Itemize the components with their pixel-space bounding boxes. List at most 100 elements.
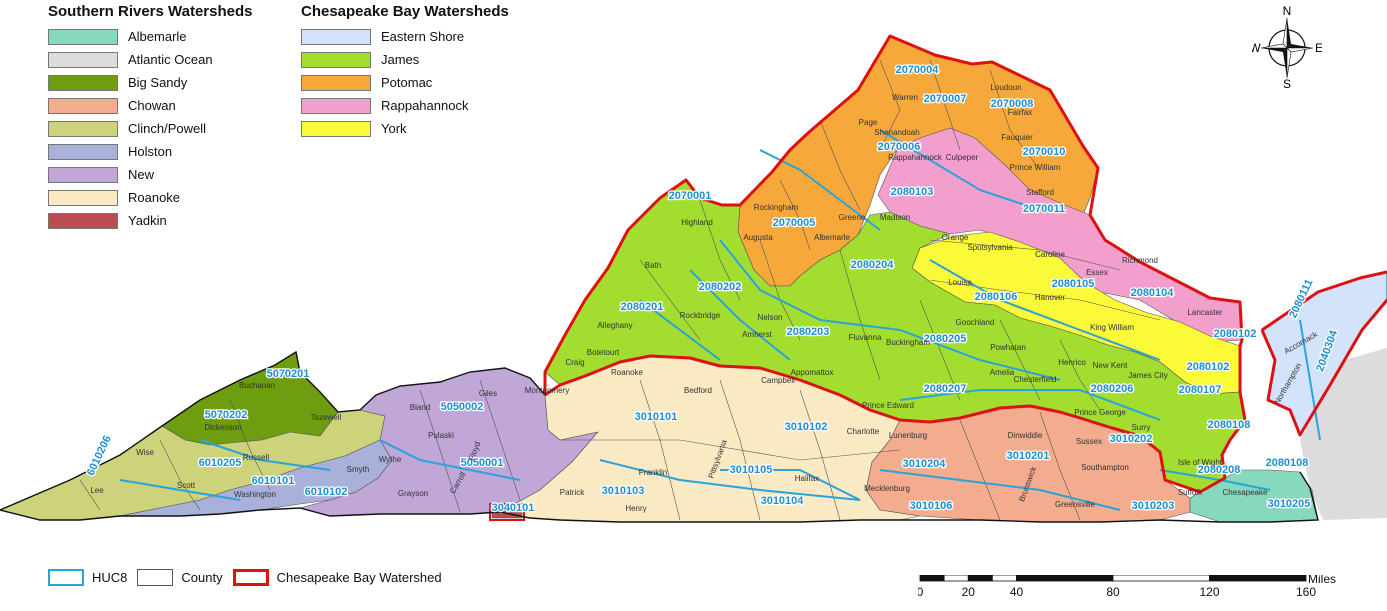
huc8-code-label: 3010101 <box>635 411 678 423</box>
compass-w: W <box>1252 41 1261 55</box>
huc8-code-label: 3010201 <box>1007 450 1050 462</box>
chesapeake-legend-item: Potomac <box>301 71 468 94</box>
region-atlantic-ocean <box>1300 348 1387 520</box>
county-name-label: Orange <box>942 233 969 242</box>
county-name-label: Greensville <box>1055 500 1096 509</box>
county-name-label: Isle of Wight <box>1178 458 1223 467</box>
county-name-label: Botetourt <box>587 348 620 357</box>
huc8-code-label: 5050001 <box>461 457 504 469</box>
scale-tick-label: 80 <box>1106 585 1120 599</box>
county-name-label: Chesterfield <box>1014 375 1057 384</box>
legend-swatch <box>48 143 118 160</box>
scale-tick-label: 40 <box>1010 585 1024 599</box>
county-name-label: Southampton <box>1081 463 1129 472</box>
legend-swatch <box>301 28 371 45</box>
region-big-sandy <box>161 351 339 446</box>
scale-tick-label: 120 <box>1199 585 1219 599</box>
legend-label: Potomac <box>381 75 433 90</box>
legend-swatch <box>48 97 118 114</box>
huc8-boundaries <box>119 129 1321 511</box>
huc8-code-label: 2080203 <box>787 326 830 338</box>
huc8-code-label: 2080202 <box>699 281 742 293</box>
huc8-code-label: 2080105 <box>1052 278 1095 290</box>
county-name-label: Pulaski <box>428 431 454 440</box>
southern-legend-item: Roanoke <box>48 186 213 209</box>
county-name-label: Stafford <box>1026 188 1054 197</box>
legend-huc8-label: HUC8 <box>92 570 128 585</box>
county-name-label: Amelia <box>990 368 1015 377</box>
county-name-label: Wise <box>136 448 154 457</box>
huc8-code-label: 2070001 <box>669 190 712 202</box>
county-name-label: Lancaster <box>1187 308 1222 317</box>
county-name-label: Nelson <box>758 313 783 322</box>
huc8-code-label: 2070010 <box>1023 146 1066 158</box>
county-name-label: Rappahannock <box>888 153 943 162</box>
huc8-code-label: 2070005 <box>773 217 816 229</box>
legend-label: New <box>128 167 155 182</box>
chesapeake-legend-item: Eastern Shore <box>301 25 468 48</box>
county-name-label: Prince George <box>1074 408 1126 417</box>
county-name-label: Richmond <box>1122 256 1158 265</box>
county-name-label: James City <box>1128 371 1168 380</box>
county-name-label: Bedford <box>684 386 712 395</box>
county-name-label: Halifax <box>795 474 819 483</box>
southern-rivers-legend-title: Southern Rivers Watersheds <box>48 3 253 20</box>
huc8-code-label: 2080201 <box>621 301 664 313</box>
huc8-code-label: 3010205 <box>1268 498 1311 510</box>
county-name-label: Dinwiddie <box>1008 431 1043 440</box>
county-name-label: Rockingham <box>754 203 799 212</box>
huc8-code-label: 2070004 <box>896 64 940 76</box>
southern-legend-item: Chowan <box>48 94 213 117</box>
county-name-label: Prince William <box>1010 163 1061 172</box>
county-name-label: Spotsylvania <box>967 243 1013 252</box>
huc8-code-label: 2070011 <box>1023 203 1065 215</box>
legend-swatch <box>301 51 371 68</box>
county-name-label: Smyth <box>347 465 370 474</box>
huc8-code-label: 2080205 <box>924 333 967 345</box>
scale-tick-label: 160 <box>1296 585 1316 599</box>
huc8-code-label: 2080106 <box>975 291 1018 303</box>
county-name-label: Madison <box>880 213 910 222</box>
huc8-code-label: 2070007 <box>924 93 967 105</box>
legend-swatch <box>48 189 118 206</box>
county-name-label: Washington <box>234 490 276 499</box>
legend-huc8: HUC8 <box>48 569 127 586</box>
huc8-code-label: 2070008 <box>991 98 1034 110</box>
legend-label: Chowan <box>128 98 176 113</box>
chesapeake-legend-item: York <box>301 117 468 140</box>
legend-swatch <box>301 120 371 137</box>
huc8-code-label: 2080102 <box>1214 328 1257 340</box>
county-name-label: Rockbridge <box>680 311 721 320</box>
huc8-code-label: 2080104 <box>1131 287 1175 299</box>
scale-segment <box>967 575 993 582</box>
county-name-label: Suffolk <box>1178 488 1203 497</box>
huc8-code-label: 2080103 <box>891 186 934 198</box>
huc8-code-label: 2080108 <box>1266 457 1309 469</box>
county-name-label: Mecklenburg <box>864 484 910 493</box>
county-name-label: Tazewell <box>311 413 342 422</box>
county-name-label: Greene <box>839 213 866 222</box>
county-name-label: Appomattox <box>791 368 834 377</box>
county-name-label: Albemarle <box>814 233 851 242</box>
compass-n: N <box>1283 4 1292 18</box>
county-name-label: Bath <box>645 261 661 270</box>
scale-segment <box>919 575 945 582</box>
chesapeake-legend-item: James <box>301 48 468 71</box>
legend-label: Atlantic Ocean <box>128 52 213 67</box>
county-name-label: Fairfax <box>1008 108 1032 117</box>
county-name-label: Augusta <box>743 233 773 242</box>
huc8-code-label: 3010202 <box>1110 433 1153 445</box>
legend-swatch <box>301 97 371 114</box>
county-name-label: Campbell <box>761 376 795 385</box>
county-name-label: Giles <box>479 389 497 398</box>
county-name-label: Hanover <box>1035 293 1066 302</box>
scale-segment <box>1209 575 1307 582</box>
huc8-code-label: 5070202 <box>205 409 248 421</box>
county-name-label: Chesapeake <box>1223 488 1268 497</box>
county-name-label: Page <box>859 118 878 127</box>
county-name-label: Warren <box>892 93 918 102</box>
scale-tick-label: 20 <box>962 585 976 599</box>
